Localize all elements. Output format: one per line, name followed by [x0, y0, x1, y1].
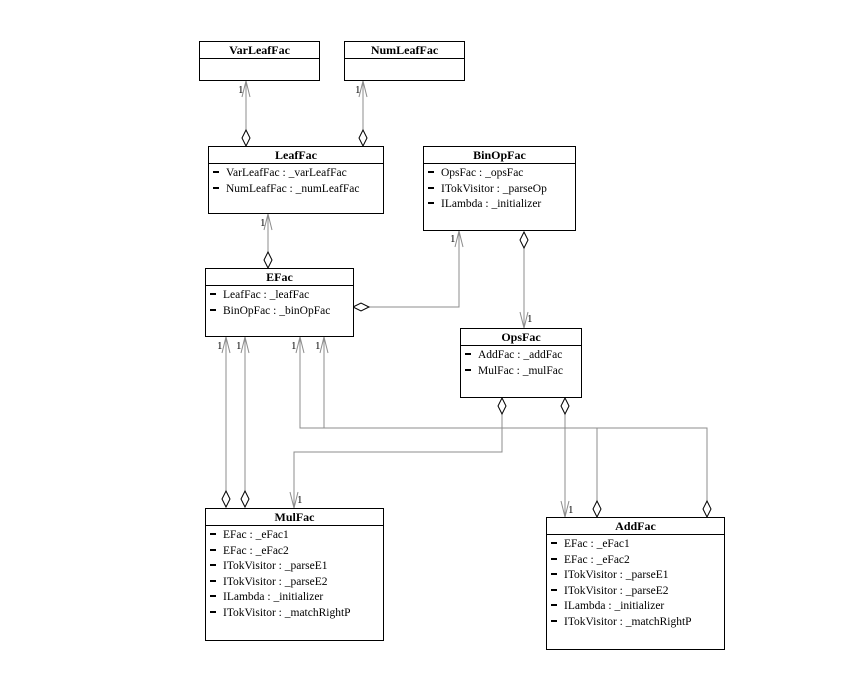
class-numleaffac[interactable]: NumLeafFac: [344, 41, 465, 81]
multiplicity-label: 1: [217, 340, 223, 352]
class-name: NumLeafFac: [345, 42, 464, 59]
attribute: LeafFac : _leafFac: [210, 288, 353, 304]
diamond-mulfac-efac-2: [240, 489, 250, 509]
multiplicity-label: 1: [315, 340, 321, 352]
class-name: MulFac: [206, 509, 383, 526]
assoc-opsfac-mulfac: [293, 414, 503, 508]
multiplicity-label: 1: [236, 340, 242, 352]
diamond-ops-mul: [497, 396, 507, 416]
arrowhead-efac-3: [295, 336, 305, 354]
attribute: MulFac : _mulFac: [465, 364, 581, 380]
attribute: NumLeafFac : _numLeafFac: [213, 182, 383, 198]
diamond-addfac-efac-2: [702, 499, 712, 519]
arrowhead-varleaffac: [241, 80, 251, 98]
diamond-leaffac-varleaf: [241, 128, 251, 148]
multiplicity-label: 1: [568, 504, 574, 516]
diamond-binop-ops: [519, 230, 529, 250]
attribute: EFac : _eFac1: [210, 528, 383, 544]
multiplicity-label: 1: [297, 494, 303, 506]
attribute: ITokVisitor : _matchRightP: [551, 615, 724, 631]
class-name: VarLeafFac: [200, 42, 319, 59]
multiplicity-label: 1: [238, 84, 244, 96]
attribute: VarLeafFac : _varLeafFac: [213, 166, 383, 182]
assoc-efac-binopfac: [369, 231, 460, 308]
attribute: ITokVisitor : _matchRightP: [210, 606, 383, 622]
arrowhead-leaffac: [263, 213, 273, 231]
class-name: BinOpFac: [424, 147, 575, 164]
attribute: EFac : _eFac2: [210, 544, 383, 560]
class-binopfac[interactable]: BinOpFac OpsFac : _opsFac ITokVisitor : …: [423, 146, 576, 231]
diamond-mulfac-efac-1: [221, 489, 231, 509]
class-name: AddFac: [547, 518, 724, 535]
class-efac[interactable]: EFac LeafFac : _leafFac BinOpFac : _binO…: [205, 268, 354, 337]
multiplicity-label: 1: [355, 84, 361, 96]
class-name: LeafFac: [209, 147, 383, 164]
attribute: ILambda : _initializer: [551, 599, 724, 615]
attribute: ITokVisitor : _parseOp: [428, 182, 575, 198]
arrowhead-efac-2: [240, 336, 250, 354]
multiplicity-label: 1: [527, 313, 533, 325]
diamond-efac-binop: [351, 302, 371, 312]
arrowhead-binopfac: [454, 230, 464, 248]
attribute: BinOpFac : _binOpFac: [210, 304, 353, 320]
attribute: AddFac : _addFac: [465, 348, 581, 364]
attribute: ILambda : _initializer: [210, 590, 383, 606]
assoc-addfac-efac-2: [323, 337, 708, 501]
class-name: EFac: [206, 269, 353, 286]
class-varleaffac[interactable]: VarLeafFac: [199, 41, 320, 81]
attribute: OpsFac : _opsFac: [428, 166, 575, 182]
class-name: OpsFac: [461, 329, 581, 346]
attribute: EFac : _eFac1: [551, 537, 724, 553]
arrowhead-efac-4: [319, 336, 329, 354]
diamond-efac-leaf: [263, 250, 273, 270]
class-opsfac[interactable]: OpsFac AddFac : _addFac MulFac : _mulFac: [460, 328, 582, 398]
diamond-ops-add: [560, 396, 570, 416]
class-mulfac[interactable]: MulFac EFac : _eFac1 EFac : _eFac2 ITokV…: [205, 508, 384, 641]
arrowhead-efac-1: [221, 336, 231, 354]
attribute: ITokVisitor : _parseE1: [210, 559, 383, 575]
diamond-leaffac-numleaf: [358, 128, 368, 148]
attribute: ITokVisitor : _parseE1: [551, 568, 724, 584]
attribute: EFac : _eFac2: [551, 553, 724, 569]
class-addfac[interactable]: AddFac EFac : _eFac1 EFac : _eFac2 ITokV…: [546, 517, 725, 650]
class-leaffac[interactable]: LeafFac VarLeafFac : _varLeafFac NumLeaf…: [208, 146, 384, 214]
attribute: ITokVisitor : _parseE2: [551, 584, 724, 600]
multiplicity-label: 1: [291, 340, 297, 352]
multiplicity-label: 1: [450, 233, 456, 245]
arrowhead-numleaffac: [358, 80, 368, 98]
attribute: ILambda : _initializer: [428, 197, 575, 213]
diamond-addfac-efac-1: [592, 499, 602, 519]
attribute: ITokVisitor : _parseE2: [210, 575, 383, 591]
multiplicity-label: 1: [260, 217, 266, 229]
